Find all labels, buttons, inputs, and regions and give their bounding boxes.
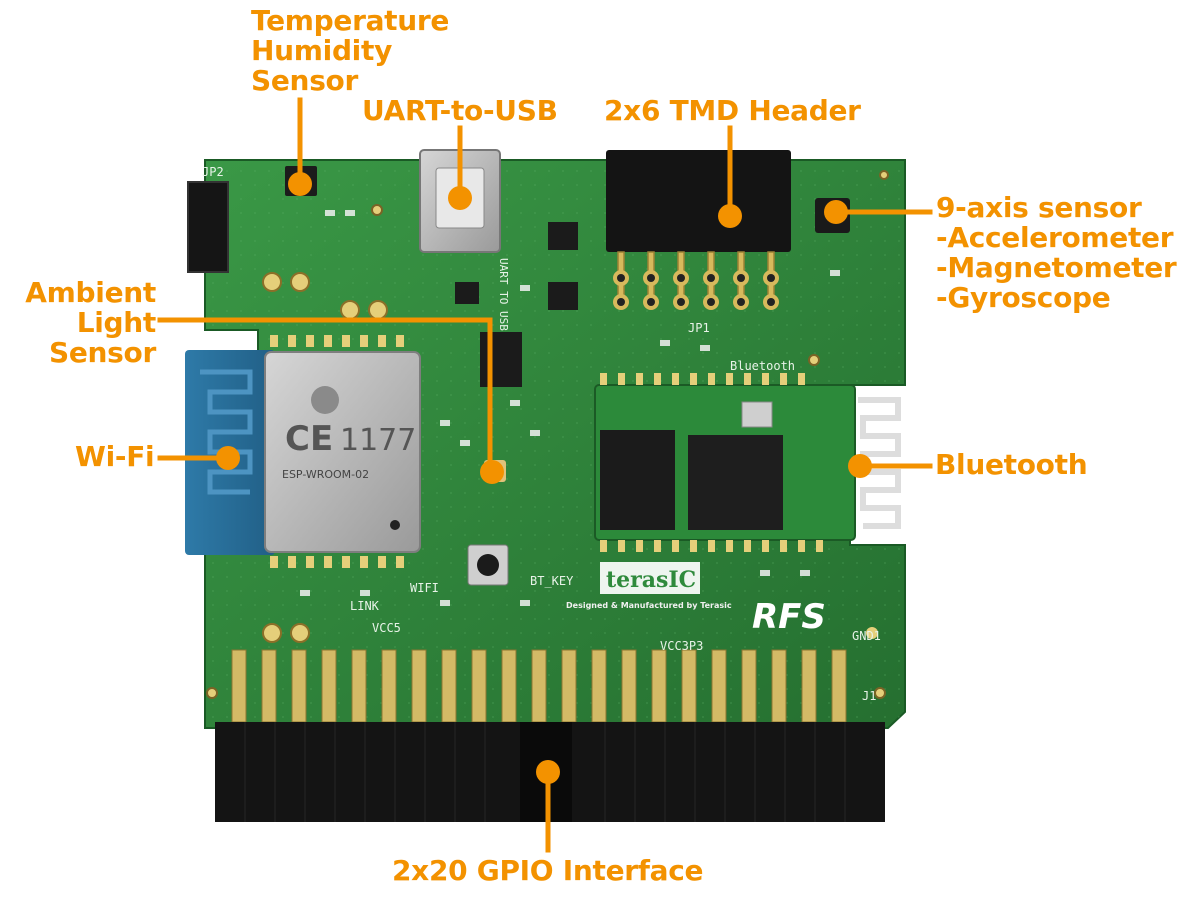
terasic-logo-text: terasIC <box>606 567 696 593</box>
board-name-rfs: RFS <box>752 597 826 637</box>
tmd-header-pins <box>613 251 779 310</box>
terasic-tagline: Designed & Manufactured by Terasic <box>566 601 732 610</box>
silk-gnd: GND1 <box>852 629 881 643</box>
silk-jp1: JP1 <box>688 321 710 335</box>
callout-ambient-line-3: Sensor <box>48 336 156 369</box>
mounting-holes <box>206 170 889 699</box>
svg-text:CE: CE <box>285 419 333 459</box>
tmd-header-housing <box>606 150 791 252</box>
silk-vcc3p3: VCC3P3 <box>660 639 703 653</box>
passive-components <box>300 210 840 606</box>
callout-wifi: Wi-Fi <box>75 440 155 473</box>
small-ics <box>455 222 578 387</box>
callout-nine-axis: 9-axis sensor -Accelerometer -Magnetomet… <box>936 191 1177 314</box>
callout-nine-axis-line-2: -Accelerometer <box>936 221 1174 254</box>
gpio-gold-contacts <box>231 649 847 723</box>
silk-bt-key: BT_KEY <box>530 574 574 588</box>
svg-text:1177: 1177 <box>340 423 416 458</box>
callout-nine-axis-line-3: -Magnetometer <box>936 251 1177 284</box>
callout-temp-line-1: Temperature <box>251 4 450 37</box>
esp-wroom-module <box>264 351 421 553</box>
callout-tmd-header: 2x6 TMD Header <box>604 94 861 127</box>
silk-wifi: WIFI <box>410 581 439 595</box>
callout-uart-usb: UART-to-USB <box>362 94 558 127</box>
callout-dots <box>216 172 872 784</box>
callout-temp-humidity: Temperature Humidity Sensor <box>251 6 449 96</box>
silk-vcc5: VCC5 <box>372 621 401 635</box>
silk-jp2: JP2 <box>202 165 224 179</box>
silk-wifi-module: ESP-WROOM-02 <box>282 468 369 481</box>
callout-nine-axis-line-4: -Gyroscope <box>936 281 1111 314</box>
callout-temp-line-3: Sensor <box>251 64 359 97</box>
callout-ambient-line-2: Light <box>76 306 157 339</box>
callout-gpio: 2x20 GPIO Interface <box>392 854 704 887</box>
callout-temp-line-2: Humidity <box>251 34 393 67</box>
callout-nine-axis-line-1: 9-axis sensor <box>936 191 1142 224</box>
test-points <box>262 272 388 643</box>
power-jack <box>187 181 229 273</box>
callout-ambient-light: Ambient Light Sensor <box>25 278 156 368</box>
callout-bluetooth: Bluetooth <box>935 448 1088 481</box>
silk-j1: J1 <box>862 689 876 703</box>
callout-ambient-line-1: Ambient <box>25 276 156 309</box>
silk-link: LINK <box>350 599 380 613</box>
terasic-logo-box <box>600 562 700 594</box>
silk-uart: UART TO USB <box>497 258 510 331</box>
silk-bluetooth: Bluetooth <box>730 359 795 373</box>
